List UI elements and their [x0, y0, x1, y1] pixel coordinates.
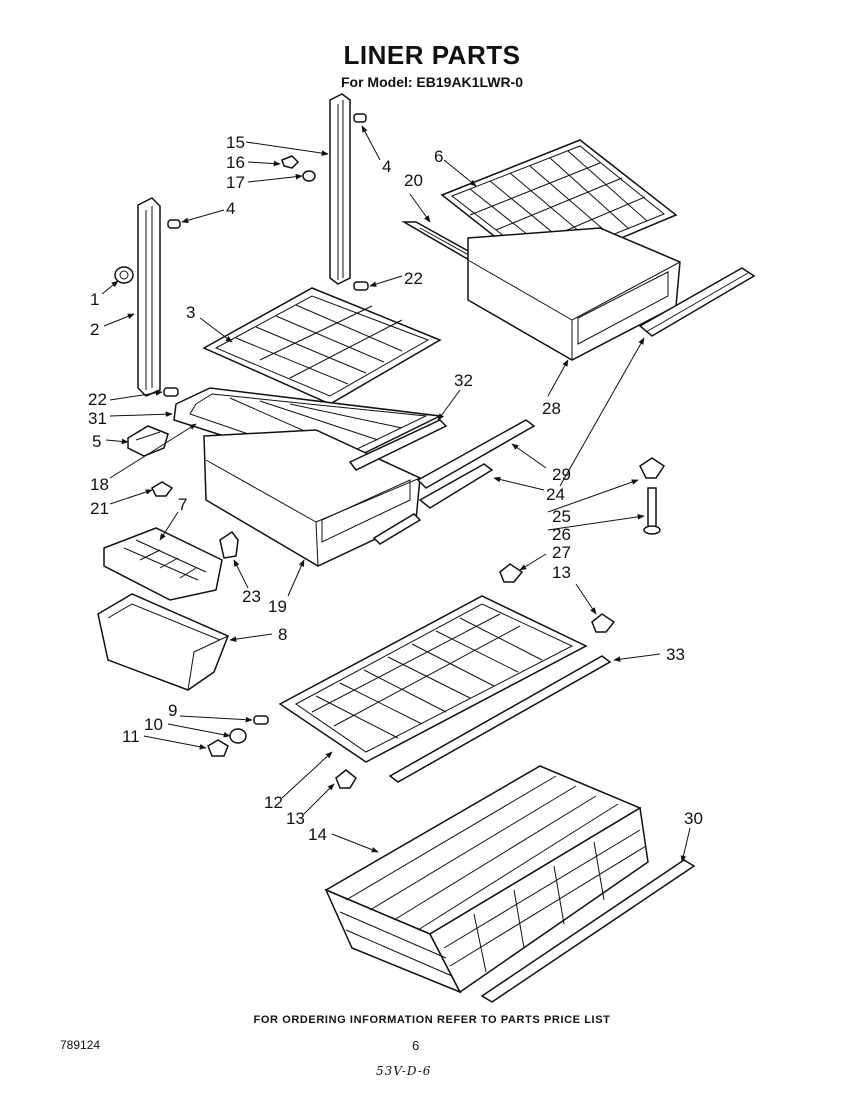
shelf-clip-part-27: [499, 563, 524, 583]
callout-19: 19: [268, 597, 287, 616]
callout-22-right: 22: [404, 269, 423, 288]
callout-12: 12: [264, 793, 283, 812]
callout-18: 18: [90, 475, 109, 494]
callout-6: 6: [434, 147, 443, 166]
right-shelf-rail: [329, 93, 351, 285]
callout-27: 27: [552, 543, 571, 562]
callout-3: 3: [186, 303, 195, 322]
callout-33: 33: [666, 645, 685, 664]
screw-part-4-top: [353, 113, 367, 123]
callout-22-left: 22: [88, 390, 107, 409]
callout-15: 15: [226, 133, 245, 152]
shelf-support-part-26: [643, 487, 661, 535]
page-number: 6: [412, 1038, 420, 1053]
model-subtitle: For Model: EB19AK1LWR-0: [340, 74, 523, 90]
callout-20: 20: [404, 171, 423, 190]
callout-26: 26: [552, 525, 571, 544]
document-number: 789124: [60, 1038, 101, 1052]
shelf-rail-part-33: [388, 655, 612, 783]
callout-17: 17: [226, 173, 245, 192]
callout-2: 2: [90, 320, 99, 339]
freezer-wire-shelf-part-12: [278, 595, 588, 763]
callout-11: 11: [122, 727, 140, 746]
callout-13-left: 13: [286, 809, 305, 828]
callout-16: 16: [226, 153, 245, 172]
callout-14: 14: [308, 825, 327, 844]
basket-rail-part-30: [480, 859, 696, 1003]
bracket-part-23: [219, 530, 239, 559]
callout-9: 9: [168, 701, 177, 720]
callout-28: 28: [542, 399, 561, 418]
wire-basket-part-14: [324, 765, 649, 994]
screw-part-22-right: [353, 281, 369, 291]
spacer-part-17: [302, 170, 316, 182]
callout-5: 5: [92, 432, 101, 451]
shelf-bracket-part-5: [127, 425, 169, 457]
shelf-stud-part-1: [114, 266, 134, 284]
drawer-slide-part-24-left: [372, 463, 494, 545]
washer-part-10: [229, 728, 247, 744]
crisper-shelf-part-31: [173, 387, 443, 471]
right-crisper-drawer-part-28: [467, 227, 681, 361]
page-title: LINER PARTS: [343, 40, 521, 70]
drawer-slide-part-29: [416, 419, 536, 489]
drawer-slide-part-24-right: [638, 267, 756, 337]
callout-8: 8: [278, 625, 287, 644]
drawer-handle-part-32: [348, 419, 448, 471]
shelf-support-part-25: [639, 457, 666, 479]
nut-part-11: [207, 739, 229, 757]
callout-13-right: 13: [552, 563, 571, 582]
screw-part-4-left: [167, 219, 181, 229]
callout-4-top: 4: [382, 157, 391, 176]
screw-part-22-left: [163, 387, 179, 397]
handwritten-code: 53V-D-6: [376, 1064, 432, 1078]
callout-25: 25: [552, 507, 571, 526]
callout-31: 31: [88, 409, 107, 428]
clip-part-21: [151, 481, 174, 497]
shelf-clip-part-13-right: [591, 613, 616, 633]
callout-23: 23: [242, 587, 261, 606]
screw-part-9: [253, 715, 269, 725]
leader-lines: [101, 125, 691, 863]
ordering-information-note: FOR ORDERING INFORMATION REFER TO PARTS …: [253, 1014, 611, 1026]
ice-storage-bin-part-8: [97, 593, 229, 691]
callout-10: 10: [144, 715, 163, 734]
callout-labels: 1 2 3 4 4 5 6 7 8 9 10 11 12 13 13 14 15…: [88, 133, 703, 844]
callout-24: 24: [546, 485, 565, 504]
callout-32: 32: [454, 371, 473, 390]
callout-29: 29: [552, 465, 571, 484]
shelf-clip-part-13-left: [335, 769, 357, 789]
left-shelf-rail: [137, 197, 161, 397]
callout-1: 1: [90, 290, 99, 309]
ice-cube-tray-part-7: [103, 527, 223, 601]
callout-7: 7: [178, 495, 187, 514]
callout-4-left: 4: [226, 199, 235, 218]
middle-shelf-part-3: [202, 287, 442, 405]
clip-part-16: [281, 155, 300, 169]
callout-30: 30: [684, 809, 703, 828]
callout-21: 21: [90, 499, 109, 518]
